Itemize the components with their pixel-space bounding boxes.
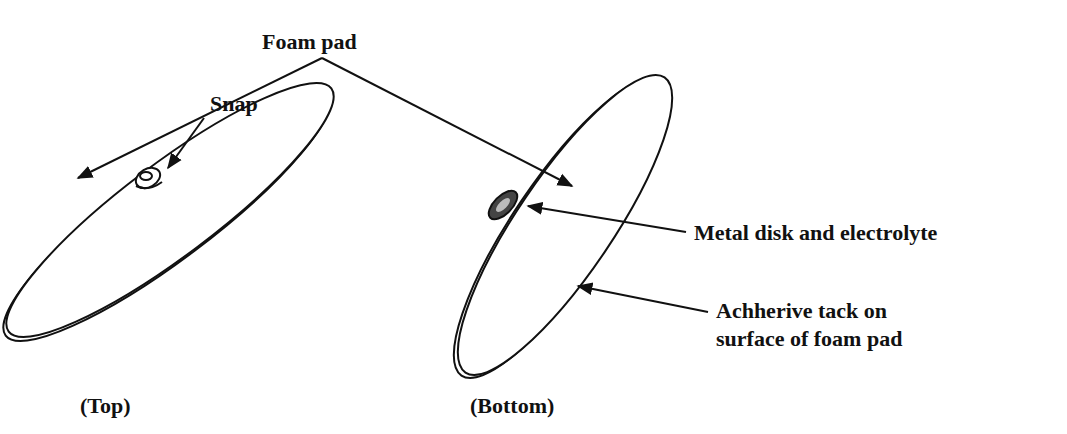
snap: [132, 164, 164, 193]
view-label: (Bottom): [470, 392, 554, 420]
foam-pad-bottom: [422, 51, 705, 403]
part-label: Snap: [210, 90, 258, 118]
part-label: Achherive tack on surface of foam pad: [716, 297, 916, 353]
part-label: Metal disk and electrolyte: [694, 219, 1054, 247]
metal-disk: [484, 186, 522, 224]
view-label: (Top): [80, 392, 131, 420]
foam-pad-top: [0, 52, 359, 373]
leader-lines: [78, 58, 708, 312]
part-label: Foam pad: [262, 28, 357, 56]
